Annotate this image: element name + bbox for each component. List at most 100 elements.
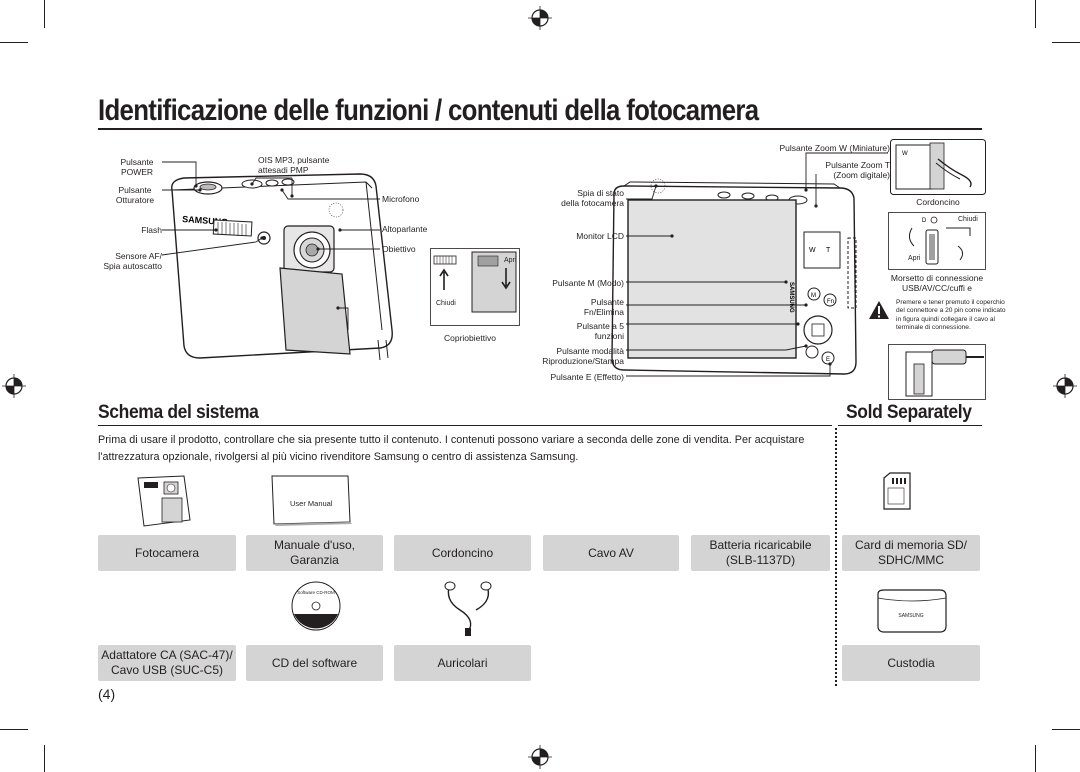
item-box: Custodia xyxy=(842,645,980,681)
manual-booklet xyxy=(271,475,352,526)
item-box: CD del software xyxy=(246,645,383,681)
speaker-label: Altoparlante xyxy=(382,224,428,234)
af-sensor-label: Sensore AF/ Spia autoscatto xyxy=(90,251,162,271)
item-label: Auricolari xyxy=(437,655,488,670)
svg-text:SAMSUNG: SAMSUNG xyxy=(788,282,794,313)
crop-mark xyxy=(44,745,45,772)
label-line: Riproduzione/Stampa xyxy=(542,356,624,366)
label-line: Otturatore xyxy=(115,195,155,205)
sold-separately-divider xyxy=(835,428,837,686)
label-line: attesadi PMP xyxy=(258,165,309,175)
cable-connection-inset xyxy=(888,344,986,400)
item-box: Auricolari xyxy=(394,645,531,681)
label-line: Pulsante modalità xyxy=(556,346,624,356)
item-label: Manuale d'uso, xyxy=(273,538,355,552)
item-label: Fotocamera xyxy=(134,545,200,560)
item-label: Cordoncino xyxy=(431,545,494,560)
label-line: Spia autoscatto xyxy=(103,261,162,271)
registration-mark-icon xyxy=(1053,374,1077,398)
svg-text:E: E xyxy=(826,357,830,363)
lens-open-label: Apri xyxy=(504,257,517,264)
item-label: Card di memoria SD/ xyxy=(854,538,968,552)
label-line: Spia di stato xyxy=(577,188,624,198)
item-box: Cordoncino xyxy=(394,535,531,571)
crop-mark xyxy=(0,42,28,43)
connector-inset: D xyxy=(888,212,986,270)
label-line: Pulsante xyxy=(120,157,154,167)
lens-label: Obiettivo xyxy=(382,244,416,254)
manual-cover-text: User Manual xyxy=(290,499,333,508)
power-button-label: Pulsante POWER xyxy=(112,157,162,177)
camera-case xyxy=(877,589,947,633)
lcd-label: Monitor LCD xyxy=(576,231,624,241)
play-button-label: Pulsante modalità Riproduzione/Stampa xyxy=(500,346,624,366)
svg-text:M: M xyxy=(811,293,816,299)
item-label: (SLB-1137D) xyxy=(725,553,796,567)
item-box: Manuale d'uso, Garanzia xyxy=(246,535,383,571)
registration-mark-icon xyxy=(2,374,26,398)
cd-title: Software CD-ROM xyxy=(297,590,335,595)
strap-inset: W xyxy=(890,139,986,195)
label-line: POWER xyxy=(120,167,154,177)
zoom-t-label: Pulsante Zoom T (Zoom digitale) xyxy=(780,160,890,180)
item-box: Fotocamera xyxy=(98,535,236,571)
ois-button-label: OIS MP3, pulsante attesadi PMP xyxy=(258,155,329,175)
crop-mark xyxy=(44,0,45,28)
label-line: Fn/Elimina xyxy=(583,307,624,317)
item-box: Cavo AV xyxy=(543,535,679,571)
item-label: SDHC/MMC xyxy=(878,553,944,567)
label-line: Morsetto di connessione xyxy=(890,273,984,283)
crop-mark xyxy=(0,729,28,730)
status-lamp-label: Spia di stato della fotocamera xyxy=(520,188,624,208)
svg-text:T: T xyxy=(826,247,831,254)
svg-text:D: D xyxy=(922,218,927,224)
label-line: Pulsante a 5 xyxy=(576,321,624,331)
svg-text:W: W xyxy=(809,247,816,254)
crop-mark xyxy=(1052,42,1080,43)
label-line: Pulsante xyxy=(590,297,624,307)
item-box: Batteria ricaricabile (SLB-1137D) xyxy=(691,535,830,571)
shutter-button-label: Pulsante Otturatore xyxy=(108,185,162,205)
earphones xyxy=(444,581,492,636)
label-line: Sensore AF/ xyxy=(115,251,162,261)
mode-button-label: Pulsante M (Modo) xyxy=(552,278,624,288)
item-label: Batteria ricaricabile xyxy=(709,538,812,552)
connector-close-label: Chiudi xyxy=(958,216,978,223)
item-label: Garanzia xyxy=(290,553,339,567)
effect-button-label: Pulsante E (Effetto) xyxy=(550,372,624,382)
lens-cover-inset xyxy=(430,248,520,326)
item-label: Adattatore CA (SAC-47)/ xyxy=(101,648,233,662)
warning-text: Premere e tener premuto il coperchio del… xyxy=(896,299,1006,332)
sd-card xyxy=(883,472,911,510)
label-line: OIS MP3, pulsante xyxy=(258,155,330,165)
label-line: Pulsante Zoom T xyxy=(825,160,890,170)
case-brand: SAMSUNG xyxy=(898,613,924,619)
label-line: USB/AV/CC/cuffi e xyxy=(901,283,973,293)
item-label: CD del software xyxy=(271,655,358,670)
terminal-label: Morsetto di connessione USB/AV/CC/cuffi … xyxy=(878,273,996,293)
crop-mark xyxy=(1052,729,1080,730)
title-rule xyxy=(98,128,982,130)
sold-separately-heading: Sold Separately xyxy=(846,402,972,423)
fn-button-label: Pulsante Fn/Elimina xyxy=(520,297,624,317)
intro-paragraph: Prima di usare il prodotto, controllare … xyxy=(98,434,805,463)
warning-icon xyxy=(869,301,889,319)
crop-mark xyxy=(1035,745,1036,772)
connector-open-label: Apri xyxy=(908,255,921,262)
flash-label: Flash xyxy=(141,225,162,235)
item-label: Custodia xyxy=(887,655,935,670)
system-heading: Schema del sistema xyxy=(98,402,259,423)
label-line: Pulsante xyxy=(118,185,152,195)
sold-separately-rule xyxy=(838,425,982,427)
camera-back-illustration: W T SAMSUNG M Fn E xyxy=(611,178,857,375)
system-rule xyxy=(98,425,832,427)
software-cd xyxy=(291,581,341,631)
crop-mark xyxy=(1035,0,1036,28)
lens-cover-label: Copriobiettivo xyxy=(444,333,496,343)
item-label: Cavo AV xyxy=(588,545,634,560)
strap-label: Cordoncino xyxy=(916,197,960,207)
five-function-label: Pulsante a 5 funzioni xyxy=(520,321,624,341)
svg-text:W: W xyxy=(902,151,908,157)
